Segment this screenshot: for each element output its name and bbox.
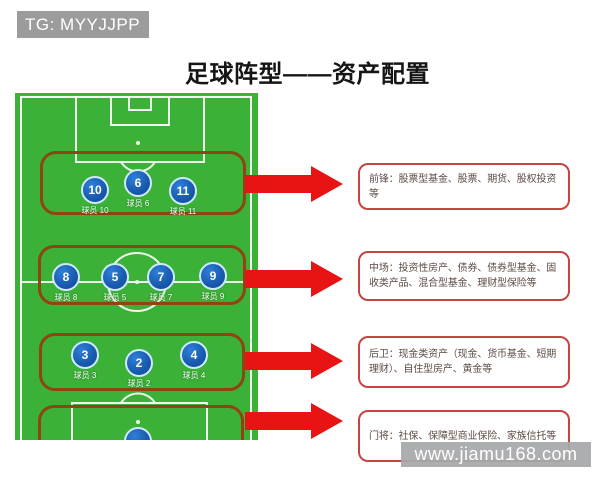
player-11-label: 球员 11 — [169, 207, 197, 216]
player-7-circle: 7 — [147, 263, 175, 291]
page-title: 足球阵型——资产配置 — [185, 61, 430, 88]
player-5-circle: 5 — [101, 263, 129, 291]
player-2-circle: 2 — [125, 349, 153, 377]
player-8-circle: 8 — [52, 263, 80, 291]
arrow-goalkeeper-body — [245, 412, 311, 430]
arrow-goalkeeper-head — [311, 403, 343, 439]
player-3-label: 球员 3 — [73, 371, 97, 380]
player-10-label: 球员 10 — [81, 206, 109, 215]
player-2: 2 球员 2 — [107, 349, 171, 389]
player-7-label: 球员 7 — [149, 293, 173, 302]
note-forwards: 前锋：股票型基金、股票、期货、股权投资等 — [358, 163, 570, 210]
player-9-circle: 9 — [199, 262, 227, 290]
player-4: 4 球员 4 — [162, 341, 226, 381]
highlight-midfield-row — [38, 245, 246, 305]
football-pitch: 10 球员 10 6 球员 6 11 球员 11 8 球员 8 5 球员 5 7… — [15, 93, 258, 440]
arrow-defenders-head — [311, 343, 343, 379]
player-6-circle: 6 — [124, 169, 152, 197]
arrow-forwards-icon — [245, 166, 343, 202]
note-midfield-text: 中场：投资性房产、债券、债券型基金、固收类产品、混合型基金、理财型保险等 — [369, 263, 557, 289]
player-6-label: 球员 6 — [126, 199, 150, 208]
note-midfield: 中场：投资性房产、债券、债券型基金、固收类产品、混合型基金、理财型保险等 — [358, 251, 570, 301]
arrow-forwards-body — [245, 175, 311, 193]
player-10: 10 球员 10 — [63, 176, 127, 216]
player-11-circle: 11 — [169, 177, 197, 205]
arrow-midfield-body — [245, 270, 311, 288]
player-4-circle: 4 — [180, 341, 208, 369]
arrow-goalkeeper-icon — [245, 403, 343, 439]
arrow-midfield-icon — [245, 261, 343, 297]
note-defenders: 后卫：现金类资产（现金、货币基金、短期理财）、自住型房产、黄金等 — [358, 336, 570, 388]
tg-badge: TG: MYYJJPP — [17, 11, 149, 38]
player-11: 11 球员 11 — [151, 177, 215, 217]
player-8: 8 球员 8 — [34, 263, 98, 303]
player-goalkeeper-circle — [124, 427, 152, 440]
player-9-label: 球员 9 — [201, 292, 225, 301]
arrow-forwards-head — [311, 166, 343, 202]
note-defenders-text: 后卫：现金类资产（现金、货币基金、短期理财）、自住型房产、黄金等 — [369, 349, 557, 375]
note-goalkeeper-text: 门将：社保、保障型商业保险、家族信托等 — [369, 430, 557, 442]
player-5-label: 球员 5 — [103, 293, 127, 302]
player-4-label: 球员 4 — [182, 371, 206, 380]
highlight-forwards-row — [40, 151, 246, 215]
player-10-circle: 10 — [81, 176, 109, 204]
watermark-bar: www.jiamu168.com — [401, 442, 591, 467]
player-9: 9 球员 9 — [181, 262, 245, 302]
player-8-label: 球员 8 — [54, 293, 78, 302]
arrow-defenders-icon — [245, 343, 343, 379]
player-goalkeeper — [106, 427, 170, 440]
player-2-label: 球员 2 — [127, 379, 151, 388]
highlight-goalkeeper-row — [38, 405, 244, 440]
player-3: 3 球员 3 — [53, 341, 117, 381]
player-7: 7 球员 7 — [129, 263, 193, 303]
player-3-circle: 3 — [71, 341, 99, 369]
player-5: 5 球员 5 — [83, 263, 147, 303]
highlight-defenders-row — [39, 333, 245, 391]
watermark-text: www.jiamu168.com — [414, 444, 578, 464]
note-forwards-text: 前锋：股票型基金、股票、期货、股权投资等 — [369, 173, 557, 200]
arrow-midfield-head — [311, 261, 343, 297]
player-6: 6 球员 6 — [106, 169, 170, 209]
arrow-defenders-body — [245, 352, 311, 370]
